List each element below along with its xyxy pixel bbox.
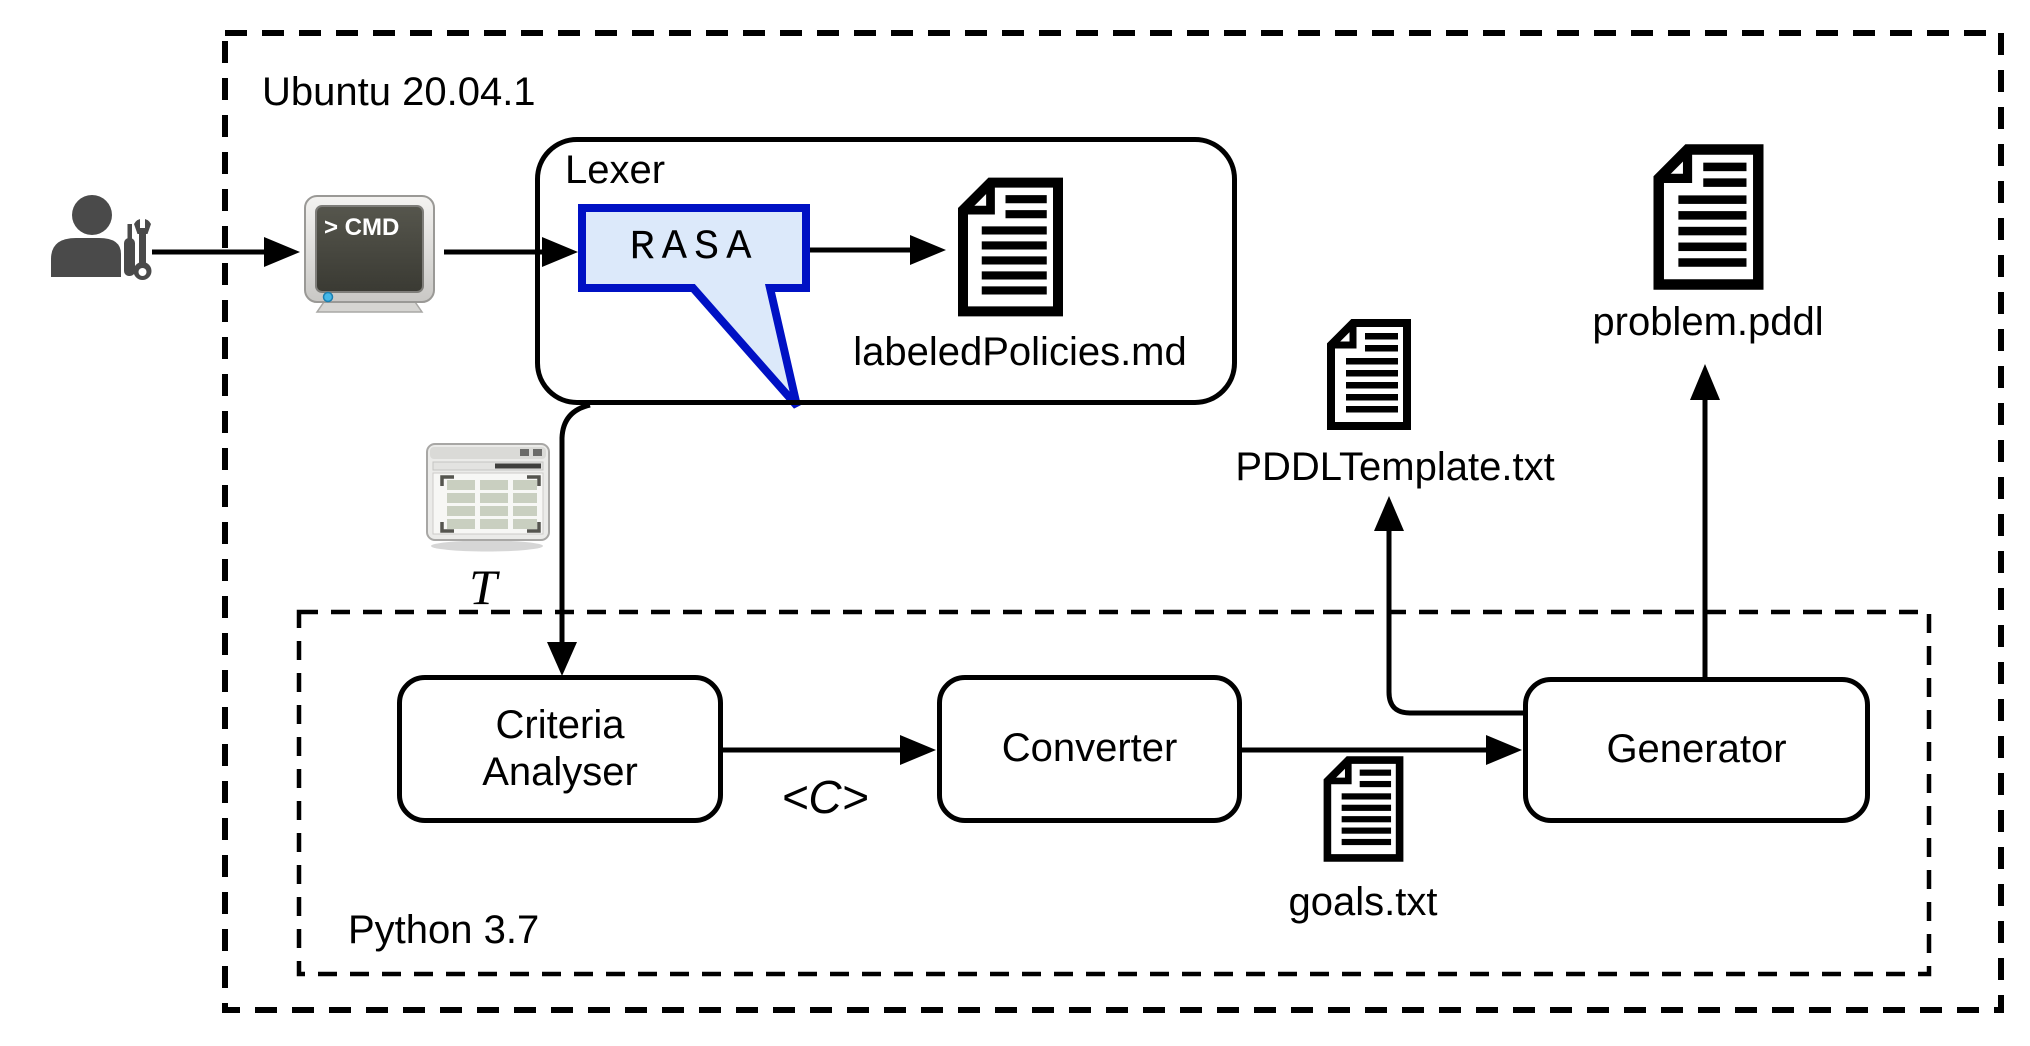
cmd-terminal-icon: > CMD — [304, 195, 435, 313]
criteria-analyser-node: Criteria Analyser — [397, 675, 723, 823]
labeledpolicies-file-label: labeledPolicies.md — [853, 330, 1187, 374]
goals-file-label: goals.txt — [1288, 880, 1438, 924]
pddltemplate-file-icon — [1318, 318, 1420, 431]
criteria-set-edge-label: <C> — [781, 771, 869, 823]
converter-label: Converter — [1001, 726, 1178, 771]
criteria-analyser-line2: Analyser — [482, 750, 638, 794]
table-symbol-label: T — [469, 559, 497, 615]
rasa-label: RASA — [629, 223, 759, 271]
python-version-label: Python 3.7 — [348, 908, 540, 952]
arrow-generator-to-problem — [1690, 364, 1720, 677]
ubuntu-environment-box — [222, 30, 2004, 1013]
problem-file-label: problem.pddl — [1592, 300, 1824, 344]
problem-file-icon — [1643, 143, 1774, 291]
arrow-terminal-to-rasa — [444, 237, 578, 267]
python-environment-box — [296, 609, 1932, 977]
arrow-rasa-to-labeledpolicies — [808, 235, 946, 265]
generator-label: Generator — [1606, 727, 1787, 772]
goals-file-icon — [1316, 755, 1411, 863]
table-window-icon — [426, 443, 550, 552]
arrow-criteria-analyser-to-converter — [723, 735, 936, 765]
rasa-speech-bubble — [578, 204, 810, 409]
converter-node: Converter — [937, 675, 1242, 823]
labeledpolicies-file-icon — [948, 176, 1073, 318]
ubuntu-version-label: Ubuntu 20.04.1 — [262, 70, 536, 114]
pddltemplate-file-label: PDDLTemplate.txt — [1235, 445, 1555, 489]
cmd-screen-text: > CMD — [324, 214, 399, 241]
lexer-box — [535, 137, 1237, 405]
lexer-title: Lexer — [565, 148, 666, 192]
generator-node: Generator — [1523, 677, 1870, 823]
arrow-converter-to-generator — [1242, 735, 1522, 765]
arrow-user-to-terminal — [152, 237, 300, 267]
arrow-generator-to-pddltemplate — [1374, 496, 1523, 716]
arrow-lexer-to-criteria-analyser — [547, 402, 591, 676]
user-with-tools-icon — [51, 195, 152, 280]
criteria-analyser-line1: Criteria — [495, 702, 625, 747]
